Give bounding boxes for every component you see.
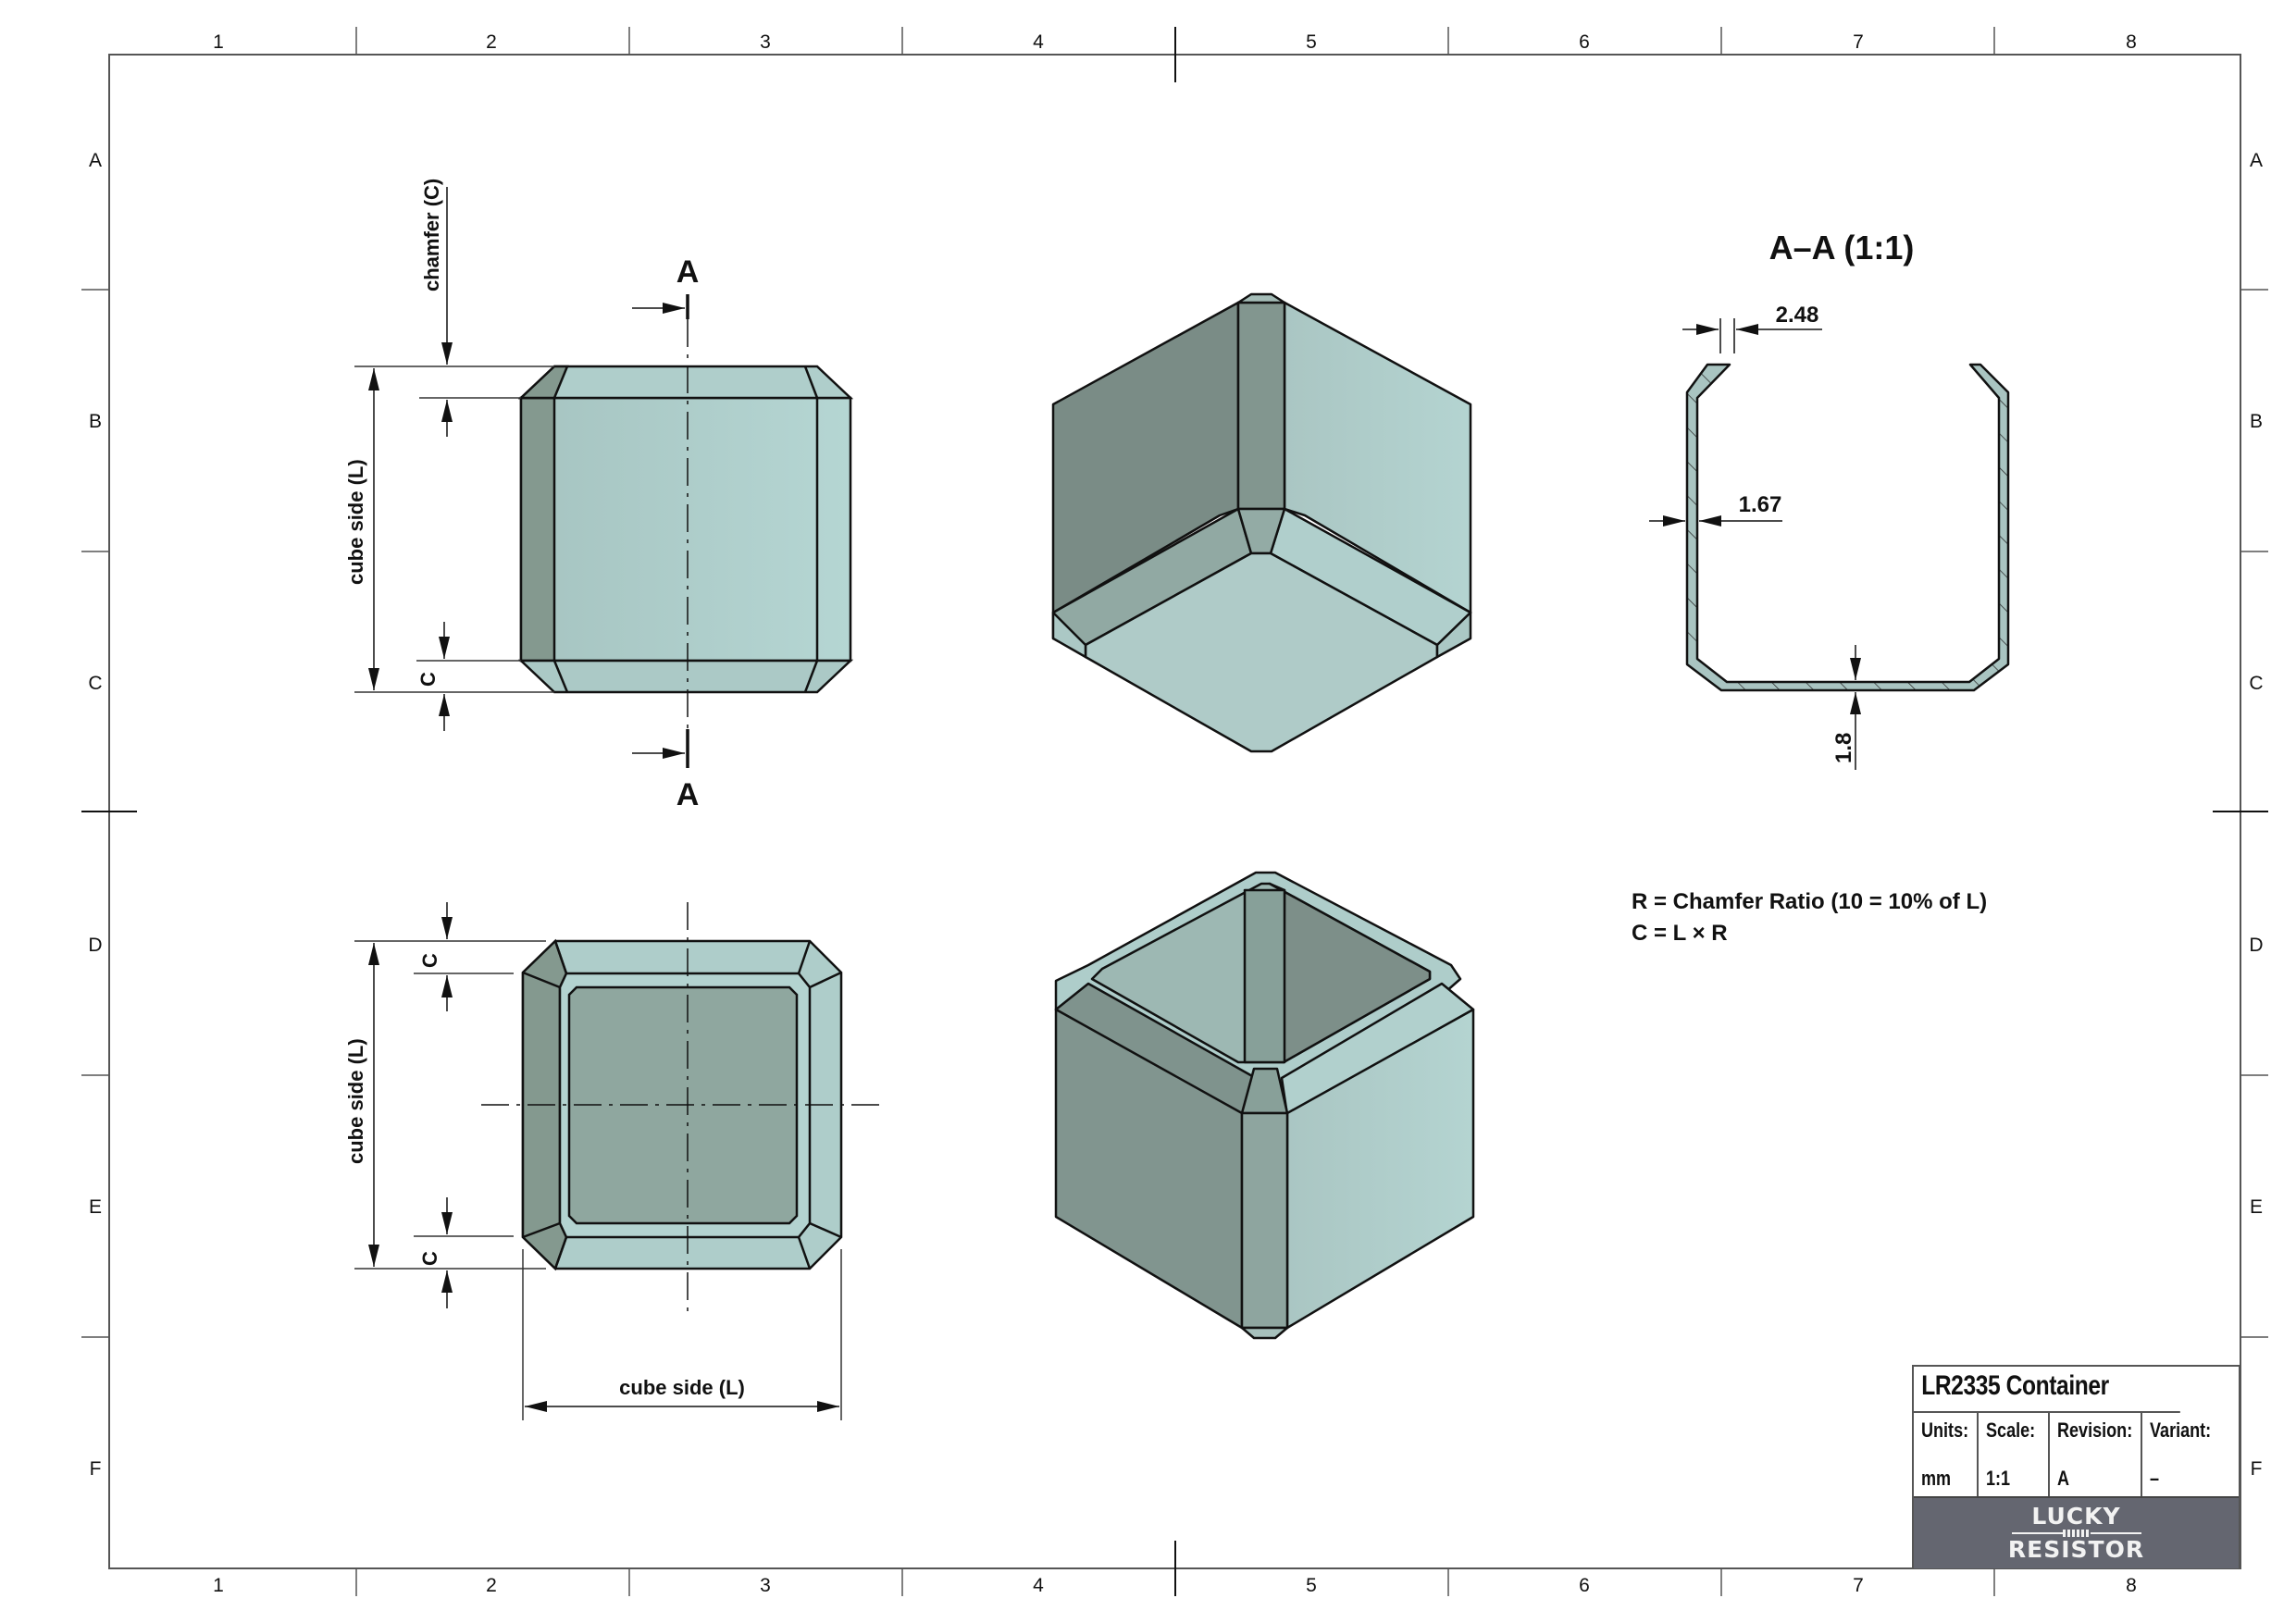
dim-1-8: 1.8 <box>1831 733 1856 763</box>
svg-text:5: 5 <box>1306 1575 1317 1596</box>
svg-text:2: 2 <box>486 31 497 53</box>
note-line-1: R = Chamfer Ratio (10 = 10% of L) <box>1632 889 1987 914</box>
c-label-top: C <box>418 953 441 968</box>
field-units: Units: mm <box>1914 1413 1979 1496</box>
svg-text:F: F <box>2251 1458 2263 1480</box>
dim-2-48: 2.48 <box>1776 303 1819 328</box>
title-block: LR2335 Container Units: mm Scale: 1:1 Re… <box>1912 1365 2240 1568</box>
svg-text:B: B <box>89 411 102 432</box>
c-label-bottom: C <box>418 1251 441 1266</box>
svg-text:7: 7 <box>1853 31 1864 53</box>
dim-1-67: 1.67 <box>1739 492 1782 517</box>
top-view: cube side (L) C C cube side (L) <box>344 902 884 1420</box>
note-line-2: C = L × R <box>1632 921 1728 946</box>
field-revision: Revision: A <box>2050 1413 2142 1496</box>
isometric-view-inside <box>1051 292 1472 753</box>
notes: R = Chamfer Ratio (10 = 10% of L) C = L … <box>1632 889 1987 946</box>
logo-text-bottom: RESISTOR <box>2007 1536 2145 1563</box>
svg-text:E: E <box>2250 1196 2263 1218</box>
sheet-border <box>81 27 2268 1596</box>
svg-text:4: 4 <box>1033 31 1044 53</box>
section-marker-bottom: A <box>676 777 700 812</box>
field-variant: Variant: – <box>2150 1419 2212 1490</box>
resistor-icon <box>2011 1530 2141 1537</box>
c-label-front: C <box>416 672 440 687</box>
cube-side-label-top-horizontal: cube side (L) <box>619 1376 745 1399</box>
cube-side-label-top-vertical: cube side (L) <box>344 1038 367 1164</box>
svg-text:B: B <box>2250 411 2263 432</box>
isometric-view-outside <box>1054 871 1475 1340</box>
section-marker-top: A <box>676 254 700 290</box>
svg-text:C: C <box>88 673 102 694</box>
chamfer-label: chamfer (C) <box>420 179 443 291</box>
svg-text:3: 3 <box>760 1575 771 1596</box>
svg-text:C: C <box>2249 673 2263 694</box>
svg-text:8: 8 <box>2126 31 2137 53</box>
company-logo: LUCKY RESISTOR <box>1914 1498 2239 1568</box>
svg-text:4: 4 <box>1033 1575 1044 1596</box>
cube-side-label-front: cube side (L) <box>344 459 367 585</box>
section-view: A–A (1:1) 2.48 1.67 1.8 <box>1649 229 2010 770</box>
svg-text:D: D <box>2249 935 2263 956</box>
svg-text:1: 1 <box>213 31 224 53</box>
field-scale: Scale: 1:1 <box>1979 1413 2050 1496</box>
svg-text:A: A <box>2250 150 2263 171</box>
title-block-fields: Units: mm Scale: 1:1 Revision: A Variant… <box>1914 1413 2239 1498</box>
front-view: A A chamfer (C) cube side (L) C <box>344 179 854 812</box>
section-title: A–A (1:1) <box>1769 229 1915 266</box>
svg-text:6: 6 <box>1579 1575 1590 1596</box>
svg-text:3: 3 <box>760 31 771 53</box>
svg-text:F: F <box>90 1458 102 1480</box>
svg-text:E: E <box>89 1196 102 1218</box>
svg-text:A: A <box>89 150 102 171</box>
svg-text:5: 5 <box>1306 31 1317 53</box>
svg-text:D: D <box>88 935 102 956</box>
svg-text:7: 7 <box>1853 1575 1864 1596</box>
svg-text:8: 8 <box>2126 1575 2137 1596</box>
drawing-title: LR2335 Container <box>1914 1367 2180 1413</box>
grid-row-labels: A B C D E F A B C D E F <box>88 150 2263 1480</box>
svg-text:1: 1 <box>213 1575 224 1596</box>
grid-column-labels: 1 2 3 4 5 6 7 8 1 2 3 4 5 6 7 8 <box>213 31 2137 1596</box>
logo-text-top: LUCKY <box>2031 1503 2121 1530</box>
svg-text:2: 2 <box>486 1575 497 1596</box>
svg-text:6: 6 <box>1579 31 1590 53</box>
